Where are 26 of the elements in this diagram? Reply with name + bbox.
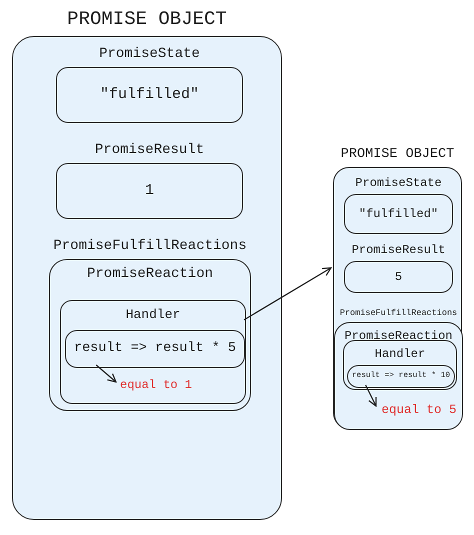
box-text: Handler — [126, 306, 180, 324]
box-heading: PromiseState — [355, 175, 442, 192]
rounded-box — [347, 365, 455, 388]
rounded-box — [343, 340, 457, 390]
rounded-box — [65, 330, 245, 368]
box-heading: PromiseResult — [352, 242, 446, 259]
box-text: "fulfilled" — [100, 84, 200, 105]
box-text: Handler — [374, 346, 426, 363]
box-heading: PromiseResult — [94, 141, 204, 160]
arrow — [96, 364, 117, 383]
note-text: equal to 5 — [381, 402, 456, 419]
rounded-box — [60, 300, 246, 404]
box-heading: PromiseFulfillReactions — [340, 307, 458, 320]
box-heading: PromiseFulfillReactions — [53, 237, 247, 256]
box-text: 1 — [144, 180, 154, 201]
arrow — [244, 267, 332, 320]
box-heading: PromiseState — [99, 45, 200, 64]
box-text: PromiseReaction — [86, 265, 214, 284]
box-heading: PROMISE OBJECT — [67, 6, 227, 32]
box-text: PromiseReaction — [344, 328, 453, 345]
note-text: equal to 1 — [120, 377, 192, 394]
arrow — [365, 384, 377, 407]
box-text: result => result * 5 — [74, 340, 236, 358]
box-heading: PROMISE OBJECT — [340, 146, 454, 164]
box-text: 5 — [394, 269, 402, 286]
box-text: "fulfilled" — [358, 206, 438, 223]
